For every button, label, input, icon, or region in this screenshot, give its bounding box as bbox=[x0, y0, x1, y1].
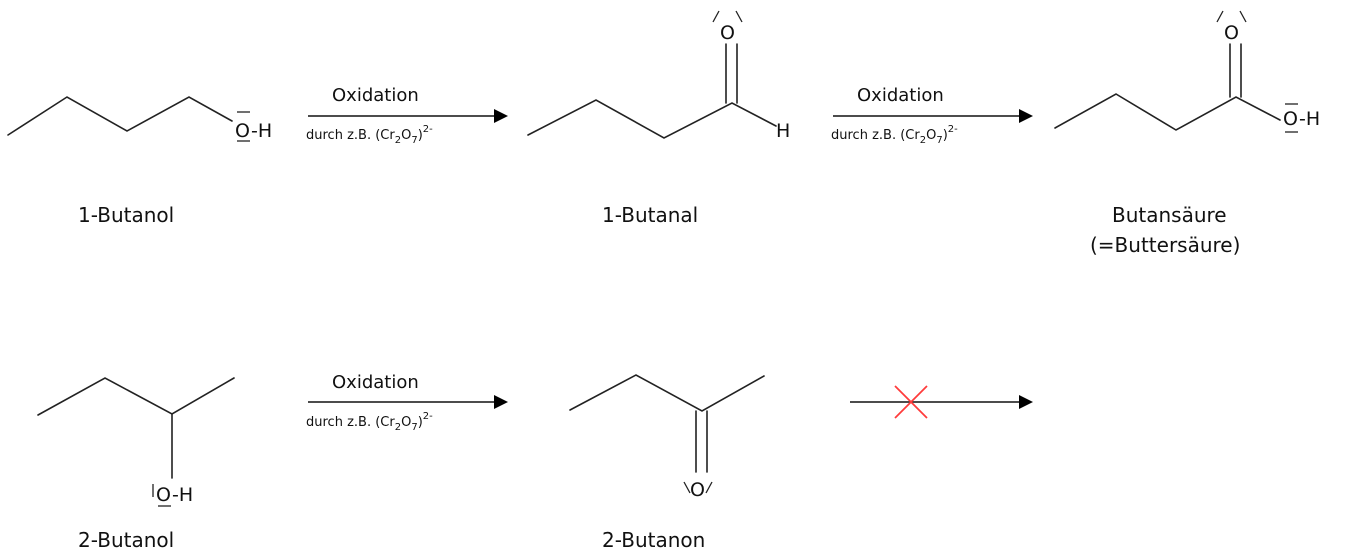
lone-pair-bar bbox=[712, 10, 720, 23]
name-1-butanal: 1-Butanal bbox=[602, 203, 698, 227]
name-2-butanon: 2-Butanon bbox=[602, 528, 705, 552]
arrow-head-icon bbox=[1019, 395, 1033, 409]
blocked-reaction-arrow bbox=[850, 385, 1033, 419]
butanoic-chain bbox=[1054, 93, 1281, 131]
arrow-head-icon bbox=[494, 109, 508, 123]
name-1-butanol: 1-Butanol bbox=[78, 203, 174, 227]
hydrogen-atom: H bbox=[776, 120, 790, 142]
butanon2-chain bbox=[569, 374, 765, 412]
name-butansaeure: Butansäure bbox=[1112, 203, 1227, 227]
hydrogen-atom: -H bbox=[251, 120, 272, 142]
reagent-label: durch z.B. (Cr2O7)2- bbox=[306, 411, 433, 433]
reaction-arrow-2: Oxidation durch z.B. (Cr2O7)2- bbox=[831, 85, 1033, 146]
hydrogen-atom: -H bbox=[1299, 108, 1320, 130]
lone-pair-bar bbox=[705, 481, 713, 494]
butanal1-chain bbox=[527, 99, 777, 139]
arrow-head-icon bbox=[494, 395, 508, 409]
name-2-butanol: 2-Butanol bbox=[78, 528, 174, 552]
lone-pair-bar bbox=[683, 481, 691, 494]
oxygen-atom: O bbox=[690, 479, 705, 501]
reaction-label: Oxidation bbox=[857, 85, 944, 106]
molecule-2-butanon: O bbox=[569, 374, 765, 501]
oxygen-atom: O bbox=[720, 22, 735, 44]
molecule-butansaeure: O O -H bbox=[1054, 10, 1320, 133]
reaction-label: Oxidation bbox=[332, 85, 419, 106]
oxygen-atom: O bbox=[156, 484, 171, 506]
oxygen-atom: O bbox=[1283, 108, 1298, 130]
molecule-1-butanal: O H bbox=[527, 10, 790, 142]
molecule-1-butanol: O -H bbox=[7, 96, 272, 142]
name-buttersaeure: (=Buttersäure) bbox=[1090, 233, 1240, 257]
reagent-label: durch z.B. (Cr2O7)2- bbox=[306, 124, 433, 146]
butanol2-chain bbox=[37, 377, 235, 416]
lone-pair-bar bbox=[735, 10, 743, 23]
cross-mark-icon bbox=[894, 385, 928, 419]
oxygen-atom: O bbox=[235, 120, 250, 142]
hydrogen-atom: -H bbox=[172, 484, 193, 506]
molecule-2-butanol: O -H bbox=[37, 377, 235, 507]
oxygen-atom: O bbox=[1224, 22, 1239, 44]
lone-pair-bar bbox=[1239, 10, 1247, 23]
reaction-arrow-3: Oxidation durch z.B. (Cr2O7)2- bbox=[306, 372, 508, 433]
reaction-arrow-1: Oxidation durch z.B. (Cr2O7)2- bbox=[306, 85, 508, 146]
reagent-label: durch z.B. (Cr2O7)2- bbox=[831, 124, 958, 146]
reaction-label: Oxidation bbox=[332, 372, 419, 393]
arrow-head-icon bbox=[1019, 109, 1033, 123]
lone-pair-bar bbox=[1216, 10, 1224, 23]
butanol1-chain bbox=[7, 96, 233, 136]
